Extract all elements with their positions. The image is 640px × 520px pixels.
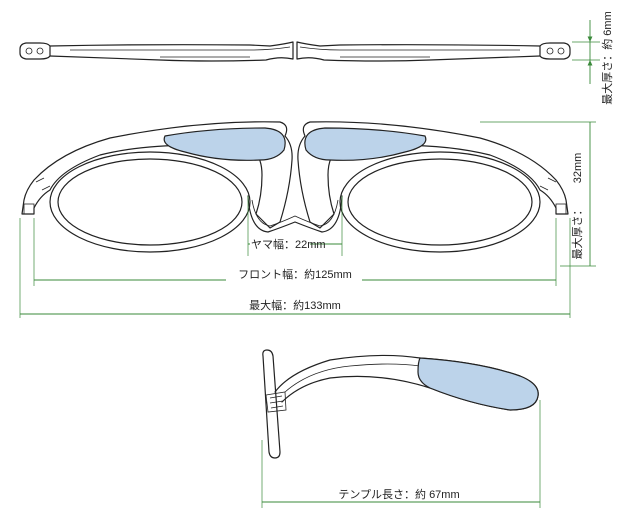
front-width-dimension: フロント幅：約125mm bbox=[33, 218, 557, 286]
bridge-width-dimension: ヤマ幅：22mm bbox=[247, 196, 343, 256]
right-nose-pad bbox=[304, 127, 427, 161]
front-view-drawing bbox=[21, 121, 569, 253]
max-height-dimension: 最大厚さ： 32mm bbox=[480, 121, 596, 267]
max-width-label: 最大幅：約133mm bbox=[249, 298, 341, 312]
max-thickness-dimension: 最大厚さ：約 6mm bbox=[572, 11, 614, 105]
front-width-label: フロント幅：約125mm bbox=[238, 267, 352, 281]
top-view-drawing bbox=[19, 41, 571, 62]
bridge-width-label: ヤマ幅：22mm bbox=[251, 238, 326, 251]
temple-length-label: テンプル長さ：約 67mm bbox=[338, 487, 459, 501]
temple-tip-pad bbox=[417, 357, 539, 411]
max-height-value: 32mm bbox=[572, 153, 584, 184]
max-height-label: 最大厚さ： bbox=[570, 205, 584, 260]
max-width-dimension: 最大幅：約133mm bbox=[19, 218, 571, 318]
max-thickness-label: 最大厚さ：約 6mm bbox=[600, 11, 614, 105]
left-nose-pad bbox=[163, 127, 286, 161]
temple-side-view-drawing bbox=[262, 349, 539, 459]
temple-length-dimension: テンプル長さ：約 67mm bbox=[261, 400, 541, 508]
